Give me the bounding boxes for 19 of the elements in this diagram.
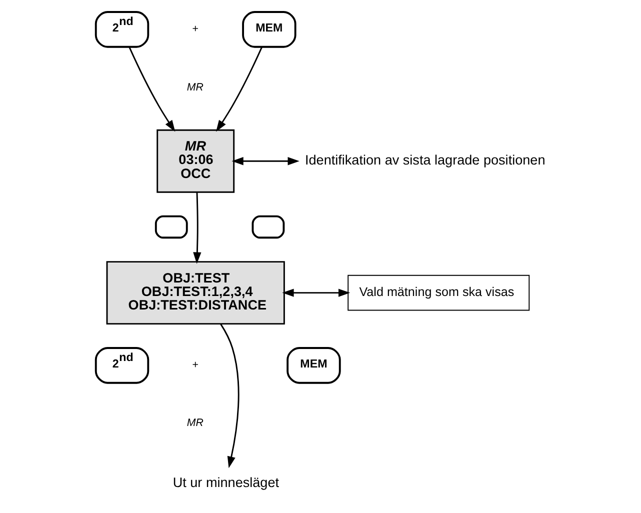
node-box bbox=[252, 215, 285, 239]
node-box: OBJ:TEST OBJ:TEST:1,2,3,4 OBJ:TEST:DISTANCE bbox=[106, 261, 285, 325]
label: MR bbox=[186, 417, 204, 430]
node-box: MR 03:06 OCC bbox=[156, 129, 235, 193]
node-box: Vald mätning som ska visas bbox=[348, 274, 530, 311]
node-text: Ut ur minnesläget bbox=[172, 475, 280, 490]
arrow bbox=[282, 288, 350, 297]
node-text: Identifikation av sista lagrade positionen bbox=[305, 152, 546, 168]
arrow bbox=[232, 157, 300, 166]
node-box: MEM bbox=[286, 347, 341, 384]
arrow bbox=[193, 192, 202, 264]
arrow bbox=[128, 46, 176, 132]
label: + bbox=[192, 359, 198, 372]
arrow bbox=[216, 46, 263, 132]
label: + bbox=[192, 23, 198, 36]
node-box bbox=[154, 215, 188, 239]
label: MR bbox=[186, 81, 204, 94]
arrow bbox=[220, 324, 240, 468]
node-box: MEM bbox=[242, 11, 296, 48]
